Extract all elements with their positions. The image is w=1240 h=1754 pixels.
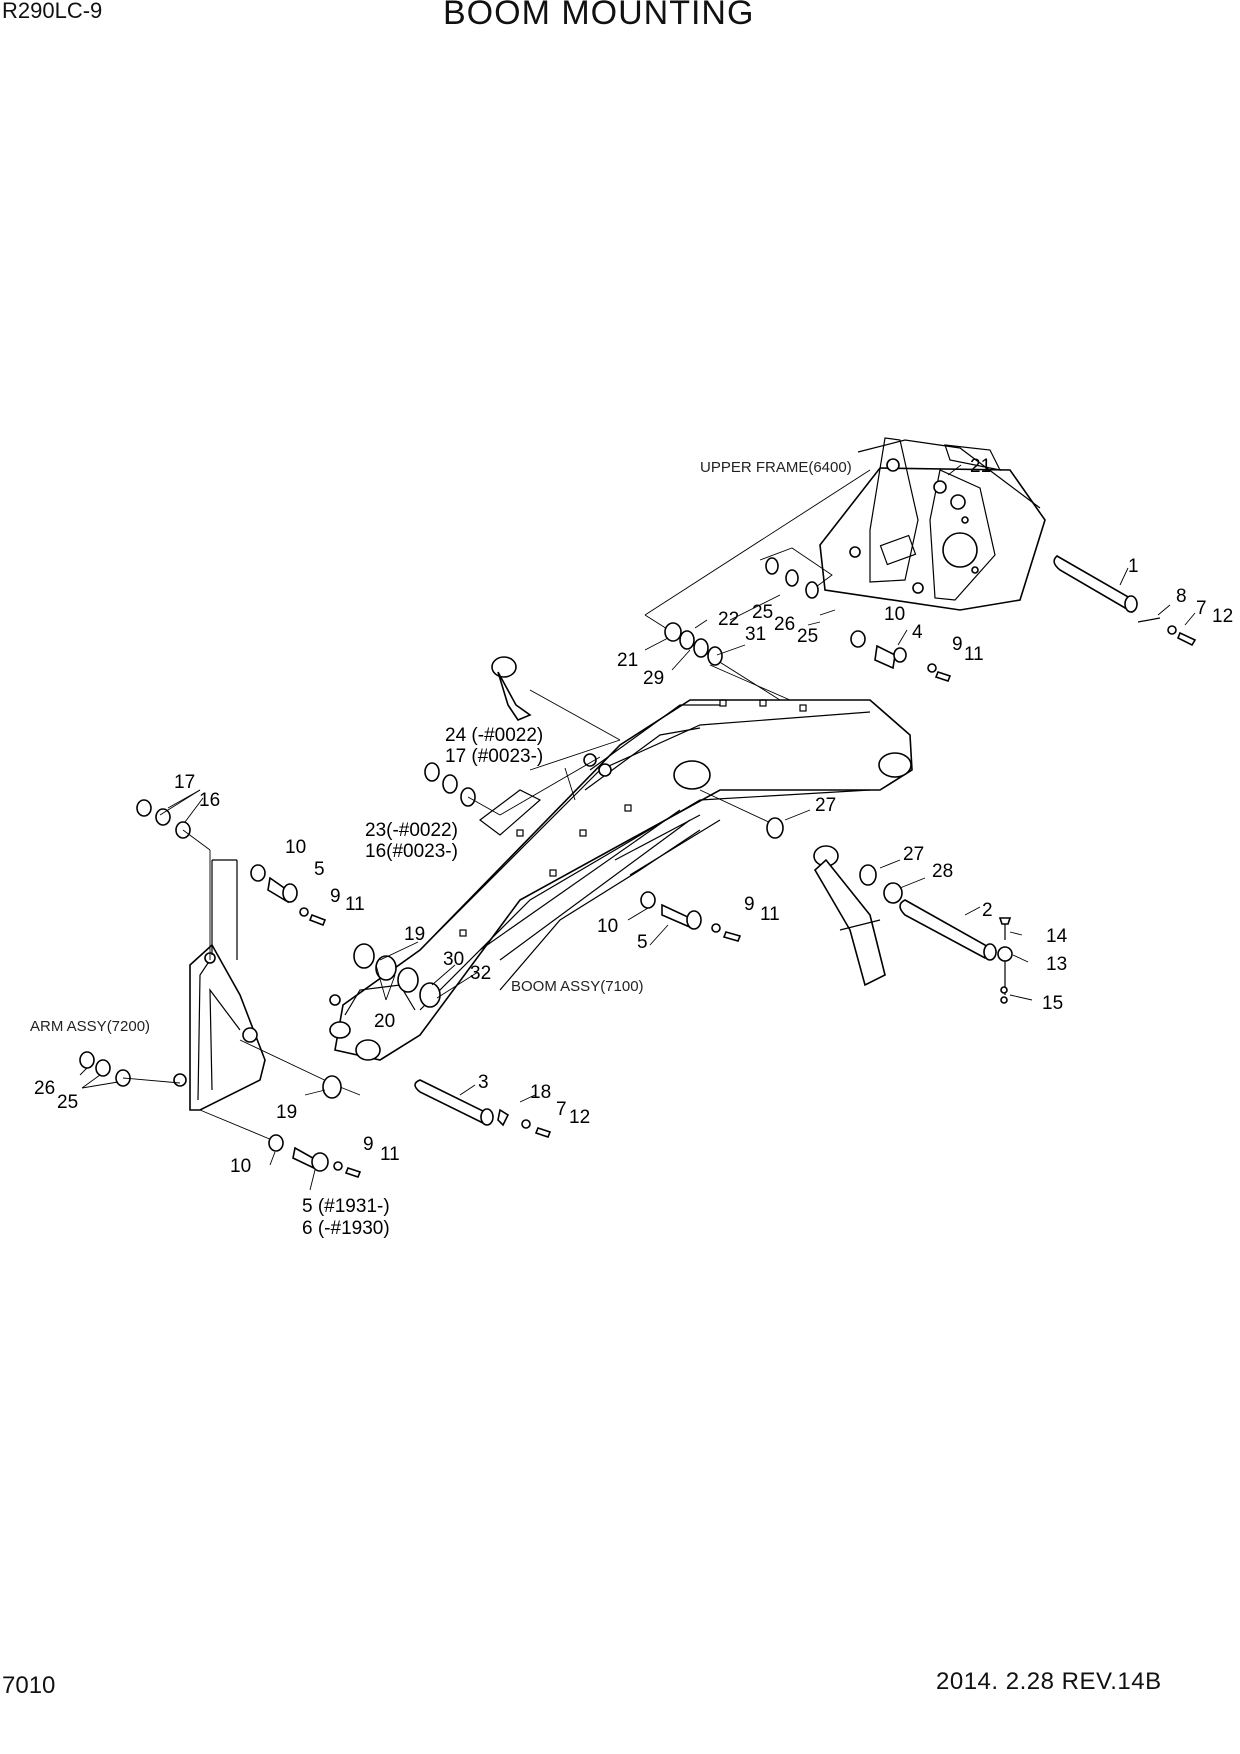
callout-10: 10 [884,604,905,625]
callout-25: 25 [797,626,818,647]
callout-18: 18 [530,1082,551,1103]
callout-22: 22 [718,609,739,630]
callout-10: 10 [285,837,306,858]
arm-top-shims [136,799,211,960]
callout-11: 11 [380,1144,400,1165]
callout-10: 10 [230,1156,251,1177]
model-code: R290LC-9 [2,0,103,23]
callout-29: 29 [643,668,664,689]
callout-27: 27 [815,795,836,816]
callout-31: 31 [745,624,766,645]
boom-cylinder-head [491,656,621,771]
callout-16: 16 [199,790,220,811]
callout-11: 11 [964,644,984,665]
callout-23: 23(-#0022) [365,820,458,841]
bracket-shims [759,547,952,682]
callout-9: 9 [330,886,341,907]
callout-21: 21 [617,650,638,671]
callout-30: 30 [443,949,464,970]
callout-28: 28 [932,861,953,882]
arm-lower-pin-group [199,1109,362,1178]
callout-5: 5 [637,932,648,953]
callout-9: 9 [363,1134,374,1155]
boom-cylinder-pin-2 [699,789,1013,1004]
callout-9: 9 [952,634,963,655]
callout-2: 2 [982,900,993,921]
callout-7: 7 [556,1099,567,1120]
callout-1: 1 [1128,556,1139,577]
revision-date: 2014. 2.28 REV.14B [936,1668,1162,1695]
callout-5: 5 (#1931-) [302,1196,390,1217]
arm-pin-shims [353,943,441,1008]
callout-15: 15 [1042,993,1063,1014]
boom-body [329,699,913,1061]
callout-26: 26 [774,614,795,635]
callout-leaders [79,464,1196,1191]
arm-shim-19 [322,1075,342,1099]
callout-8: 8 [1176,586,1187,607]
callout-25: 25 [752,602,773,623]
callout-5: 5 [314,859,325,880]
boom-foot-shims [664,622,723,666]
callout-11: 11 [760,904,780,925]
callout-16: 16(#0023-) [365,841,458,862]
callout-9: 9 [744,894,755,915]
callout-13: 13 [1046,954,1067,975]
boom-cylinder-right [813,845,886,987]
callout-17: 17 [174,772,195,793]
callout-6: 6 (-#1930) [302,1218,390,1239]
callout-4: 4 [912,622,923,643]
callout-24: 24 (-#0022) [445,725,543,746]
ref-arm-assy: ARM ASSY(7200) [30,1018,150,1035]
left-link-shims [424,756,601,816]
ref-boom-assy: BOOM ASSY(7100) [511,978,644,995]
callout-7: 7 [1196,598,1207,619]
callout-19: 19 [276,1102,297,1123]
ref-upper-frame: UPPER FRAME(6400) [700,459,852,476]
boom-foot-pin-1 [1053,555,1197,647]
callout-21: 21 [970,456,991,477]
callout-14: 14 [1046,926,1068,947]
arm-body [173,859,361,1111]
middle-pin-group [640,891,742,942]
callout-10: 10 [597,916,618,937]
callout-25: 25 [57,1092,78,1113]
callout-3: 3 [478,1072,489,1093]
callout-11: 11 [345,894,365,915]
callout-12: 12 [1212,606,1233,627]
arm-upper-pin-group [250,864,327,927]
arm-bottom-shims [79,1051,181,1087]
callout-27: 27 [903,844,924,865]
page-number: 7010 [2,1672,56,1699]
callout-26: 26 [34,1078,55,1099]
callout-20: 20 [374,1011,395,1032]
callout-19: 19 [404,924,425,945]
page-title: BOOM MOUNTING [443,0,755,32]
callout-labels: UPPER FRAME(6400) BOOM ASSY(7100) ARM AS… [30,456,1233,1239]
callout-32: 32 [470,963,491,984]
boom-arm-pin-3 [414,1079,552,1138]
callout-17: 17 (#0023-) [445,746,543,767]
upper-frame-bracket [819,437,1046,611]
callout-12: 12 [569,1107,590,1128]
